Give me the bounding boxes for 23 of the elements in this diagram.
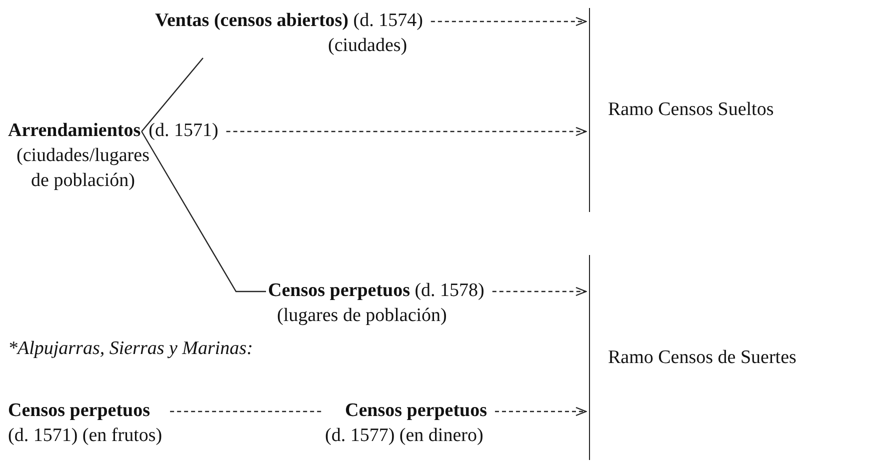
arrow	[492, 286, 587, 296]
node-heading: Censos perpetuos	[8, 399, 150, 423]
region-note: *Alpujarras, Sierras y Marinas:	[8, 338, 253, 360]
node-subtext: (ciudades)	[327, 34, 408, 58]
node-heading: Censos perpetuos	[345, 399, 487, 423]
bracket-group	[589, 8, 774, 212]
bracket-group	[589, 255, 796, 460]
node-subtext: (d. 1571) (en frutos)	[8, 424, 162, 448]
group-label: Ramo Censos de Suertes	[608, 346, 796, 368]
arrow	[430, 16, 587, 26]
connector-line	[141, 58, 204, 132]
arrow	[494, 406, 587, 416]
node-subtext: (ciudades/lugares de población)	[16, 144, 150, 193]
group-label: Ramo Censos Sueltos	[608, 99, 774, 121]
node-heading: Ventas (censos abiertos) (d. 1574)	[155, 9, 423, 33]
node-subtext: (lugares de población)	[276, 304, 448, 328]
node-heading: Censos perpetuos (d. 1578)	[268, 279, 484, 303]
node-heading: Arrendamientos	[8, 119, 141, 143]
node-subtext: (d. 1577) (en dinero)	[325, 424, 484, 448]
arrow	[226, 126, 587, 136]
connector-line	[170, 410, 322, 412]
date-note: (d. 1571)	[148, 119, 218, 143]
connector-line	[141, 131, 266, 292]
